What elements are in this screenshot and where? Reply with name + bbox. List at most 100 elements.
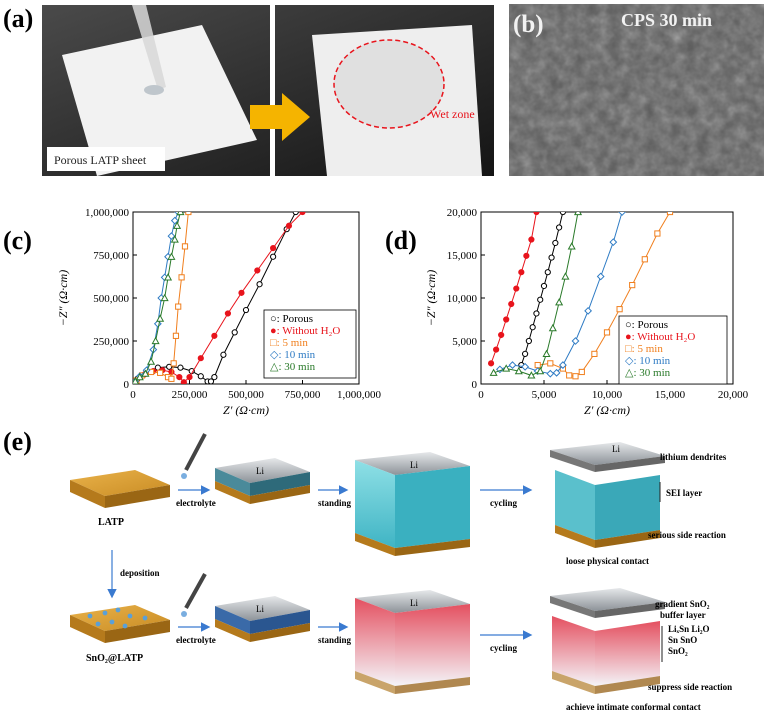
data-point bbox=[176, 212, 185, 216]
data-point bbox=[534, 361, 541, 369]
data-point bbox=[666, 212, 674, 216]
x-axis-label: Z′ (Ω·cm) bbox=[223, 403, 269, 417]
data-point bbox=[502, 364, 511, 372]
top-step2: standing bbox=[318, 498, 352, 508]
data-point bbox=[556, 224, 563, 231]
data-point bbox=[514, 366, 523, 375]
x-tick-label: 0 bbox=[478, 389, 484, 401]
data-point bbox=[163, 273, 173, 281]
y-tick-label: 5,000 bbox=[452, 336, 477, 348]
panel-e-schematic: LATP electrolyte Li standing Li cycling … bbox=[70, 433, 732, 712]
data-point bbox=[224, 310, 232, 317]
bottom-substrate-label: SnO₂@LATP bbox=[86, 653, 143, 664]
data-point bbox=[552, 368, 561, 377]
data-point bbox=[186, 374, 193, 381]
panel-b-label: (b) bbox=[513, 11, 544, 38]
pipette-icon bbox=[132, 5, 166, 90]
data-point bbox=[584, 306, 593, 315]
series-4 bbox=[133, 212, 185, 384]
data-point bbox=[591, 350, 598, 358]
data-point bbox=[135, 372, 144, 381]
top-cycled-block bbox=[550, 442, 665, 548]
panel-a-illustration: Wet zone Porous LATP sheet bbox=[42, 5, 494, 176]
bottom-cycled-block bbox=[550, 588, 665, 694]
data-point bbox=[141, 369, 150, 377]
data-point bbox=[536, 366, 545, 375]
y-tick-label: 250,000 bbox=[93, 336, 129, 348]
data-point bbox=[177, 364, 184, 371]
data-point bbox=[170, 360, 177, 367]
y-tick-label: 750,000 bbox=[93, 250, 129, 262]
wet-zone-circle bbox=[333, 39, 445, 129]
data-point bbox=[547, 360, 554, 367]
y-tick-label: 20,000 bbox=[447, 207, 478, 219]
data-point bbox=[487, 360, 495, 367]
data-point bbox=[533, 212, 540, 216]
annot-dendrites: lithium dendrites bbox=[660, 452, 727, 462]
data-point bbox=[197, 373, 204, 380]
data-point bbox=[542, 349, 551, 357]
data-point bbox=[629, 282, 636, 289]
panel-a-photo: Wet zone Porous LATP sheet bbox=[42, 5, 494, 176]
data-point bbox=[654, 230, 661, 237]
data-point bbox=[548, 323, 557, 332]
data-point bbox=[220, 351, 227, 358]
x-tick-label: 750,000 bbox=[285, 389, 321, 401]
legend-entry: ◇: 10 min bbox=[270, 349, 316, 361]
data-point bbox=[256, 281, 263, 288]
data-point bbox=[533, 310, 540, 317]
top-li-on-latp bbox=[215, 458, 310, 504]
panel-d-label: (d) bbox=[385, 226, 417, 255]
annot-loose-contact: loose physical contact bbox=[566, 556, 649, 566]
deposition-label: deposition bbox=[120, 568, 160, 578]
series-1 bbox=[487, 212, 540, 367]
data-point bbox=[508, 300, 515, 308]
data-point bbox=[555, 298, 564, 306]
annot-alloy-2: Sn SnO bbox=[668, 635, 697, 645]
x-tick-label: 5,000 bbox=[532, 389, 557, 401]
legend: ○: Porous●: Without H₂O□: 5 min◇: 10 min… bbox=[263, 309, 357, 379]
legend-entry: ●: Without H₂O bbox=[270, 325, 340, 337]
y-axis-label: −Z″ (Ω·cm) bbox=[56, 270, 70, 326]
series-4 bbox=[489, 212, 583, 379]
legend-entry: △: 30 min bbox=[625, 367, 671, 379]
data-point bbox=[133, 377, 140, 384]
legend-entry: ●: Without H₂O bbox=[625, 331, 695, 343]
pipette-icon bbox=[181, 573, 207, 617]
data-point bbox=[525, 337, 532, 345]
data-point bbox=[207, 378, 215, 384]
y-axis-label: −Z″ (Ω·cm) bbox=[424, 270, 438, 326]
data-point bbox=[521, 362, 530, 371]
data-point bbox=[618, 212, 627, 216]
data-point bbox=[270, 245, 277, 252]
top-li-cycled-label: Li bbox=[612, 444, 620, 454]
bottom-li-label: Li bbox=[256, 604, 264, 614]
data-point bbox=[546, 369, 555, 378]
data-point bbox=[571, 337, 580, 345]
data-point bbox=[493, 346, 500, 353]
bottom-sno2-latp-block bbox=[70, 605, 170, 643]
series-line bbox=[490, 212, 537, 364]
x-tick-label: 250,000 bbox=[172, 389, 208, 401]
top-li-label: Li bbox=[256, 466, 264, 476]
top-step3: cycling bbox=[490, 498, 517, 508]
legend-entry: ◇: 10 min bbox=[625, 355, 671, 367]
data-point bbox=[566, 372, 573, 379]
data-point bbox=[147, 357, 156, 365]
data-point bbox=[572, 373, 579, 380]
top-latp-label: LATP bbox=[98, 517, 124, 528]
bottom-standing-block bbox=[355, 590, 470, 694]
data-point bbox=[596, 272, 605, 281]
data-point bbox=[270, 253, 277, 260]
data-point bbox=[558, 361, 567, 369]
annot-gradient-1: gradient SnO₂ bbox=[655, 599, 710, 609]
annot-alloy-3: SnO₂ bbox=[668, 646, 688, 656]
data-point bbox=[254, 267, 261, 274]
data-point bbox=[529, 324, 536, 331]
data-point bbox=[489, 368, 498, 376]
panel-c-label: (c) bbox=[3, 226, 32, 255]
data-point bbox=[242, 306, 250, 314]
x-tick-label: 1,000,000 bbox=[337, 389, 382, 401]
data-point bbox=[498, 331, 505, 339]
data-point bbox=[166, 363, 173, 370]
